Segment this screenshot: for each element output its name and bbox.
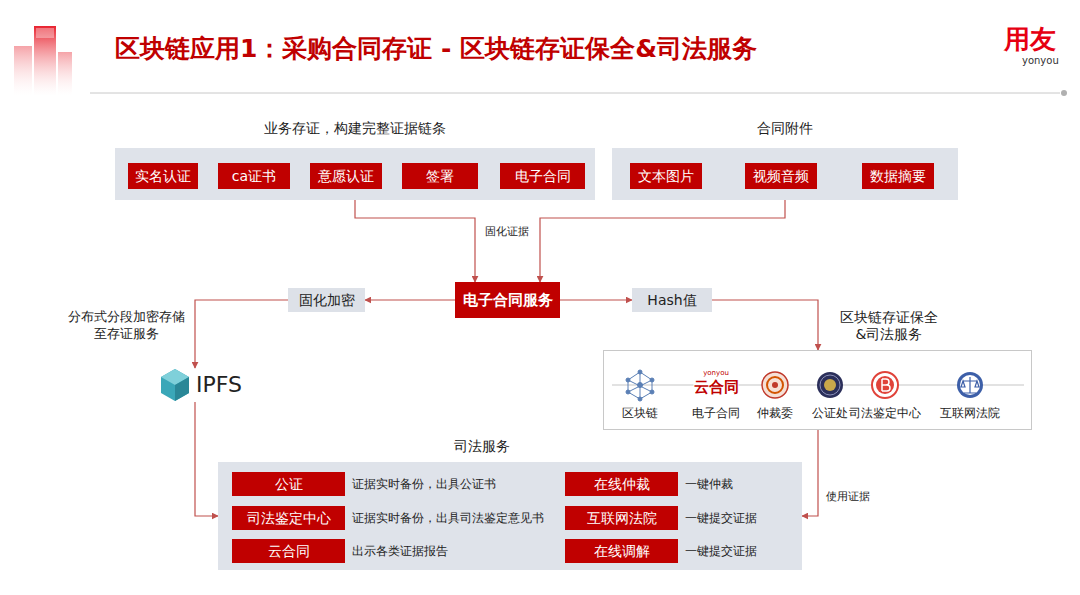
logo-text: yonyou bbox=[703, 370, 729, 377]
process-box: 视频音频 bbox=[745, 163, 817, 189]
process-box: 数据摘要 bbox=[862, 163, 934, 189]
panel-heading: 区块链存证保全&司法服务 bbox=[838, 309, 940, 343]
notary-icon bbox=[817, 372, 843, 398]
box-text: 数据摘要 bbox=[870, 168, 926, 185]
edge-label: 使用证据 bbox=[824, 490, 872, 504]
icon-caption: 仲裁委 bbox=[757, 406, 793, 420]
box-text: 在线仲裁 bbox=[594, 476, 650, 493]
step-box: 固化加密 bbox=[288, 288, 365, 312]
service-box: 在线仲裁一键仲裁 bbox=[565, 472, 678, 496]
box-text: 在线调解 bbox=[594, 543, 650, 560]
group-panel: 司法服务公证证据实时备份，出具公证书司法鉴定中心证据实时备份，出具司法鉴定意见书… bbox=[218, 462, 802, 570]
service-note: 一键提交证据 bbox=[685, 543, 757, 560]
box-text: 司法鉴定中心 bbox=[247, 510, 331, 527]
connector bbox=[365, 299, 455, 300]
deco-bar bbox=[36, 28, 54, 38]
box-text: 电子合同 bbox=[515, 168, 571, 185]
box-text: Hash值 bbox=[647, 292, 696, 309]
box-text: 公证 bbox=[275, 476, 303, 493]
logo-word: yonyou bbox=[1022, 55, 1059, 66]
box-text: 云合同 bbox=[268, 543, 310, 560]
connector bbox=[195, 402, 218, 516]
icon-caption: 司法鉴定中心 bbox=[849, 406, 921, 420]
service-note: 证据实时备份，出具司法鉴定意见书 bbox=[352, 510, 544, 527]
connector bbox=[355, 200, 475, 282]
service-box: 云合同出示各类证据报告 bbox=[232, 539, 345, 563]
logo-text: 云合同 bbox=[694, 379, 739, 396]
panel-heading: 业务存证，构建完整证据链条 bbox=[264, 120, 446, 137]
panel-heading: 司法服务 bbox=[454, 438, 510, 455]
service-note: 一键仲裁 bbox=[685, 476, 733, 493]
edge-label: 固化证据 bbox=[483, 225, 531, 239]
connector bbox=[540, 200, 785, 282]
deco-bar bbox=[34, 26, 56, 96]
connector bbox=[712, 300, 818, 350]
process-box: ca证书 bbox=[218, 163, 290, 189]
box-text: 互联网法院 bbox=[587, 510, 657, 527]
connector bbox=[802, 430, 818, 516]
icon-node: 司法鉴定中心 bbox=[846, 364, 924, 420]
process-box: 实名认证 bbox=[128, 163, 198, 189]
storage-node: IPFS bbox=[160, 368, 252, 402]
group-frame: 区块链存证保全&司法服务区块链yonyou云合同电子合同仲裁委公证处司法鉴定中心… bbox=[603, 350, 1032, 430]
rule-dot bbox=[1061, 90, 1067, 96]
corner-decoration bbox=[14, 26, 72, 96]
box-text: 电子合同服务 bbox=[463, 291, 553, 309]
service-note: 出示各类证据报告 bbox=[352, 543, 448, 560]
deco-bar bbox=[14, 46, 32, 96]
service-box: 互联网法院一键提交证据 bbox=[565, 506, 678, 530]
service-box: 电子合同服务 bbox=[455, 282, 560, 318]
group-panel: 合同附件文本图片视频音频数据摘要 bbox=[612, 148, 958, 200]
icon-node: 公证处 bbox=[806, 364, 854, 420]
icon-node: 互联网法院 bbox=[937, 364, 1003, 420]
box-text: ca证书 bbox=[232, 168, 276, 185]
icon-caption: 电子合同 bbox=[692, 406, 740, 420]
process-box: 意愿认证 bbox=[310, 163, 382, 189]
connector bbox=[195, 300, 288, 368]
panel-heading: 合同附件 bbox=[757, 120, 813, 137]
box-text: 视频音频 bbox=[753, 168, 809, 185]
group-panel: 业务存证，构建完整证据链条实名认证ca证书意愿认证签署电子合同 bbox=[115, 148, 595, 200]
icon-caption: 区块链 bbox=[622, 406, 658, 420]
service-box: 在线调解一键提交证据 bbox=[565, 539, 678, 563]
arbitration-icon bbox=[762, 372, 788, 398]
box-text: 文本图片 bbox=[638, 168, 694, 185]
icon-caption: 公证处 bbox=[812, 406, 848, 420]
ipfs-icon bbox=[161, 369, 189, 401]
icon-node: yonyou 云合同电子合同 bbox=[686, 364, 746, 420]
title-rule bbox=[90, 93, 1060, 94]
service-box: 公证证据实时备份，出具公证书 bbox=[232, 472, 345, 496]
box-text: 实名认证 bbox=[135, 168, 191, 185]
icon-caption: 互联网法院 bbox=[940, 406, 1000, 420]
internet-court-icon bbox=[957, 372, 983, 398]
deco-bar bbox=[58, 52, 72, 96]
box-text: 固化加密 bbox=[299, 292, 355, 309]
blockchain-icon bbox=[626, 370, 654, 401]
edge-label: 分布式分段加密存储至存证服务 bbox=[60, 309, 192, 343]
forensic-center-icon bbox=[872, 372, 898, 398]
box-text: 意愿认证 bbox=[318, 168, 374, 185]
connector bbox=[560, 299, 632, 300]
service-note: 一键提交证据 bbox=[685, 510, 757, 527]
icon-node: 区块链 bbox=[610, 364, 670, 420]
process-box: 电子合同 bbox=[500, 163, 585, 189]
box-text: IPFS bbox=[196, 372, 242, 398]
box-text: 签署 bbox=[426, 168, 454, 185]
step-box: Hash值 bbox=[632, 288, 712, 312]
process-box: 文本图片 bbox=[630, 163, 702, 189]
service-box: 司法鉴定中心证据实时备份，出具司法鉴定意见书 bbox=[232, 506, 345, 530]
logo-mark: 用友 bbox=[1004, 22, 1056, 57]
process-box: 签署 bbox=[402, 163, 478, 189]
service-note: 证据实时备份，出具公证书 bbox=[352, 476, 496, 493]
icon-node: 仲裁委 bbox=[751, 364, 799, 420]
title: 区块链应用1：采购合同存证 - 区块链存证保全&司法服务 bbox=[115, 32, 757, 65]
